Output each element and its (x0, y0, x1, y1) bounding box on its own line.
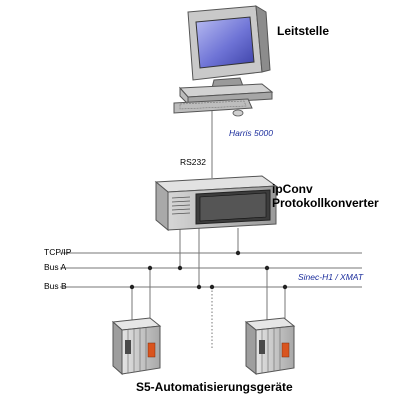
bus-label-tcpip: TCP/IP (44, 247, 72, 257)
connection-lines (60, 110, 362, 350)
converter-rack-pc (154, 175, 278, 232)
serial-protocol-label: Harris 5000 (229, 128, 273, 138)
device-2-accent (281, 342, 290, 358)
monitor-screen (195, 16, 255, 69)
control-station-label: Leitstelle (277, 24, 330, 38)
keyboard (173, 98, 253, 114)
mouse (232, 109, 244, 117)
converter-label: ipConv Protokollkonverter (272, 182, 379, 210)
automation-device-1 (111, 317, 162, 376)
automation-device-2 (244, 317, 296, 376)
converter-name: ipConv (272, 182, 313, 196)
bus-label-a: Bus A (44, 262, 67, 272)
field-protocol-label: Sinec-H1 / XMAT (298, 272, 364, 282)
workstation-computer (173, 5, 274, 117)
bus-label-b: Bus B (44, 281, 67, 291)
automation-devices-label: S5-Automatisierungsgeräte (136, 380, 293, 394)
device-1-accent (147, 342, 156, 358)
bus-junctions (129, 250, 288, 290)
converter-description: Protokollkonverter (272, 196, 379, 210)
serial-port-label: RS232 (180, 157, 206, 167)
